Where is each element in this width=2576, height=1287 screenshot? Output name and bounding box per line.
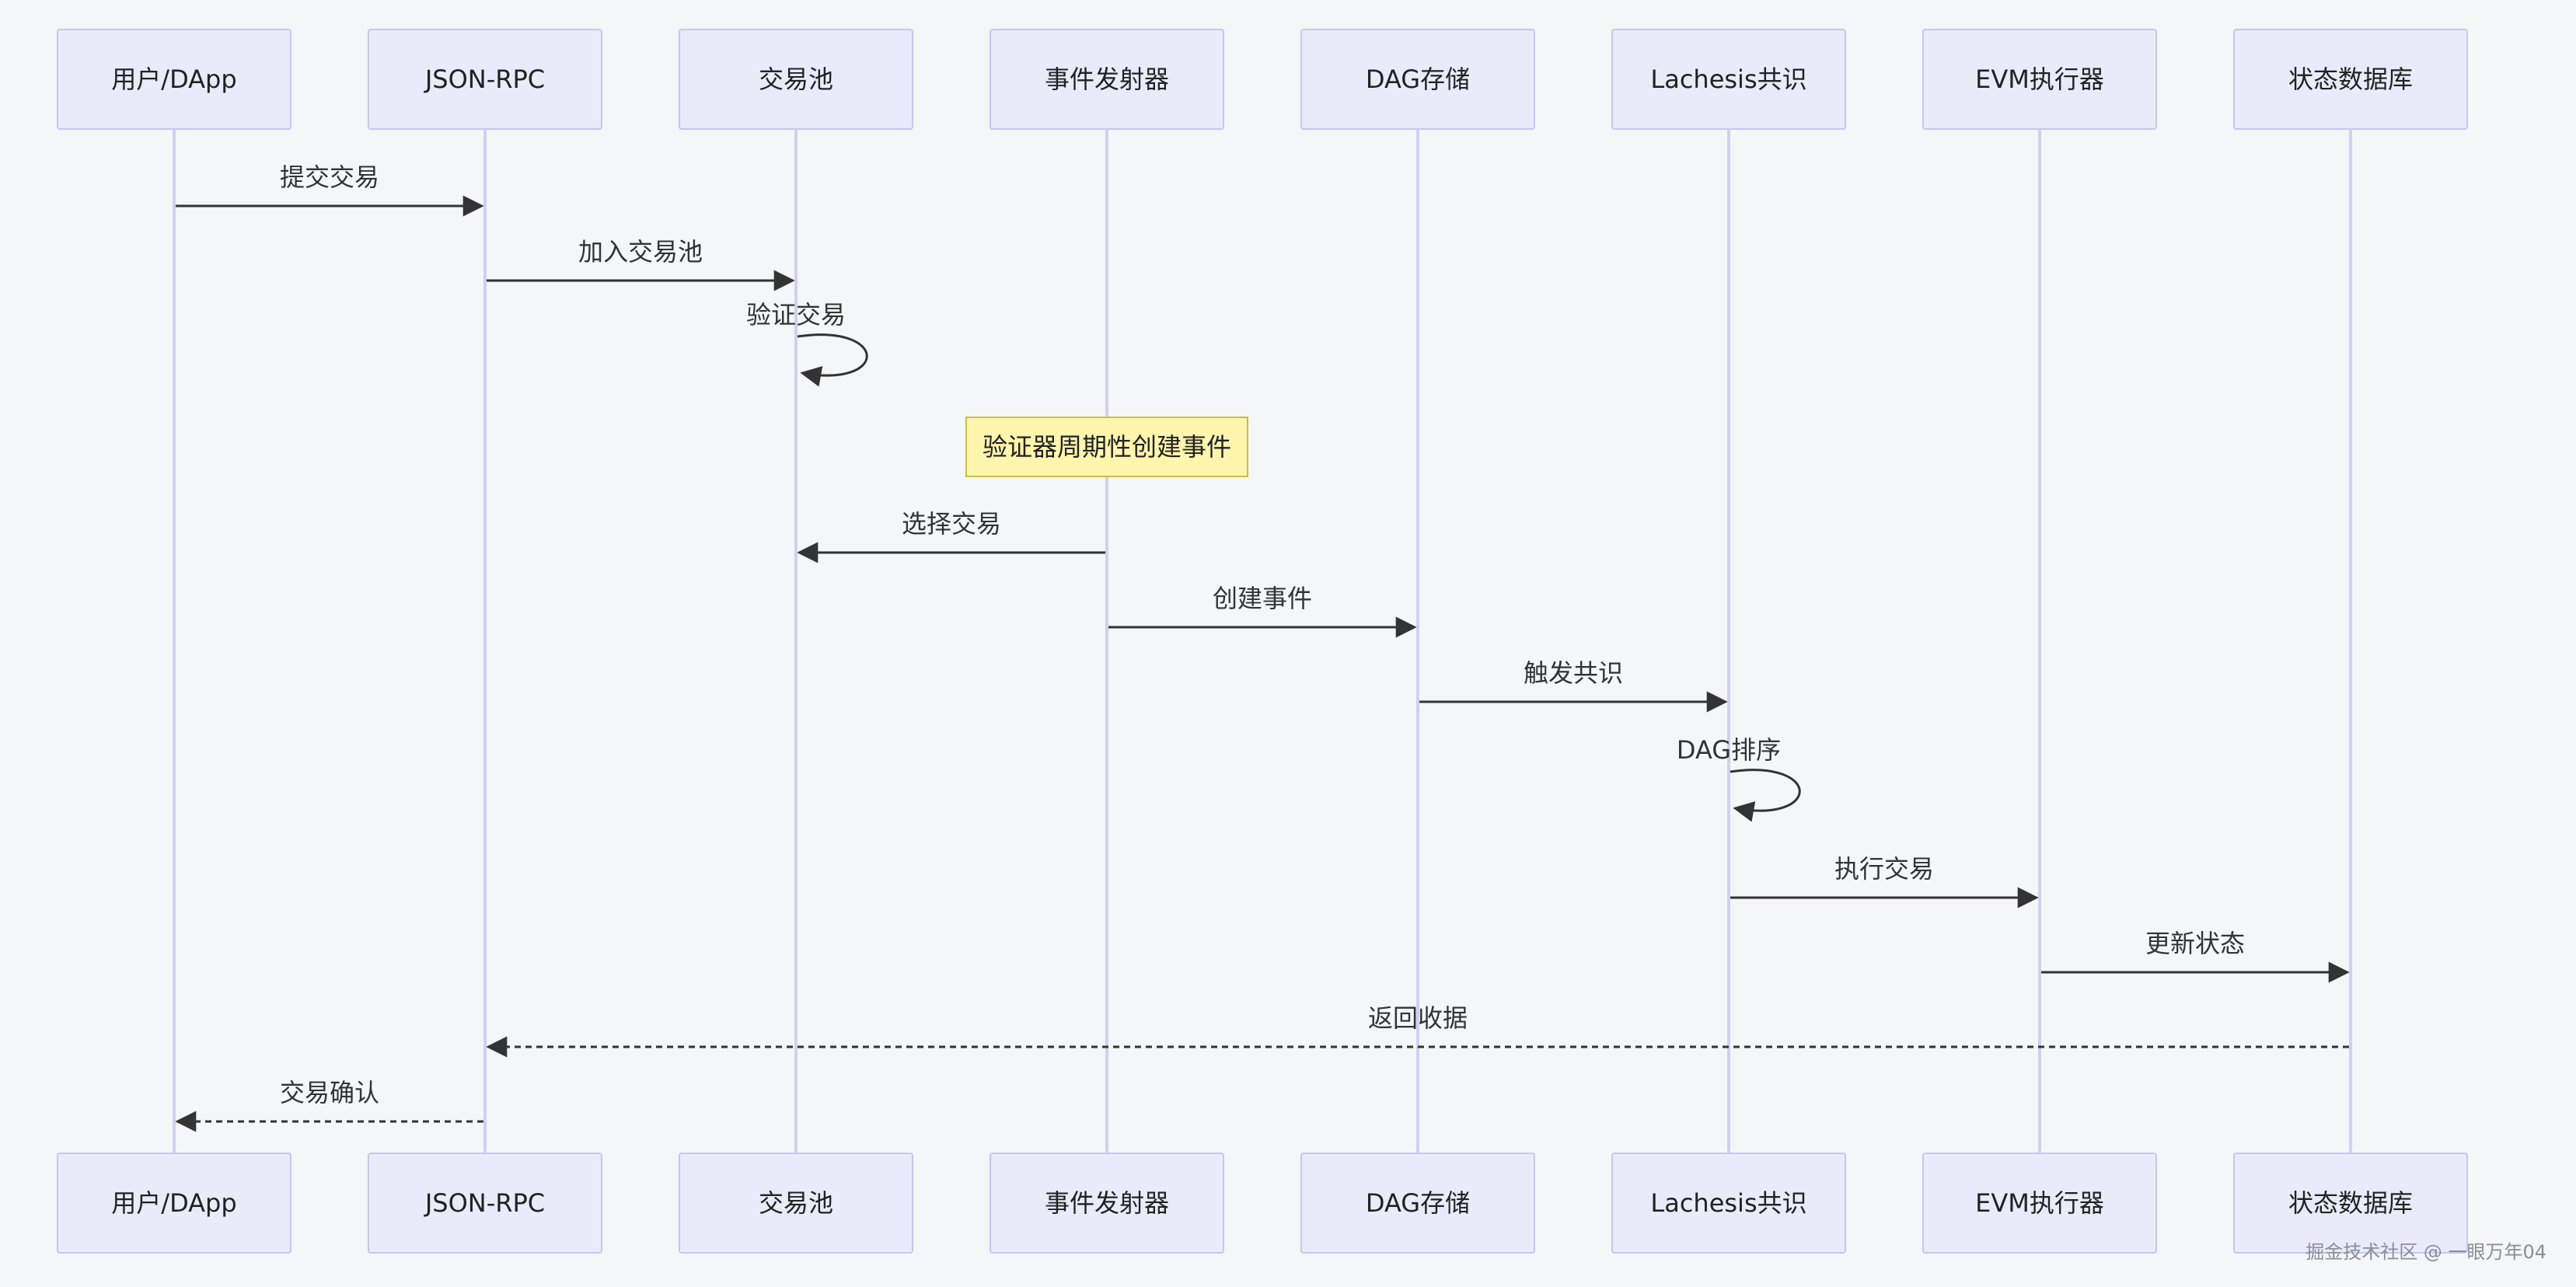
actor-box <box>1611 1153 1846 1254</box>
actor-label: JSON-RPC <box>424 1188 545 1218</box>
step-6-message: 创建事件 <box>1108 584 1417 638</box>
actor-box <box>990 1153 1224 1254</box>
actor-label: 交易池 <box>759 1188 833 1218</box>
step-7-message: 触发共识 <box>1419 658 1728 713</box>
actor-label: 用户/DApp <box>111 65 236 94</box>
self-message-arrow <box>1730 769 1801 822</box>
actor-state-bottom: 状态数据库 <box>2233 1153 2468 1254</box>
actor-box <box>57 29 291 130</box>
actor-dag-top: DAG存储 <box>1300 29 1535 130</box>
actor-lachesis-bottom: Lachesis共识 <box>1611 1153 1846 1254</box>
message-label: 提交交易 <box>280 162 379 192</box>
actor-evm-top: EVM执行器 <box>1922 29 2157 130</box>
actor-label: 用户/DApp <box>111 1188 236 1218</box>
step-1-message: 提交交易 <box>176 162 484 217</box>
message-label: 交易确认 <box>280 1078 379 1107</box>
note-box <box>965 417 1248 477</box>
message-label: 更新状态 <box>2145 929 2245 958</box>
actor-label: 事件发射器 <box>1045 1188 1169 1218</box>
message-label: 触发共识 <box>1524 658 1623 688</box>
actor-box <box>1300 1153 1535 1254</box>
actor-label: EVM执行器 <box>1975 1188 2104 1218</box>
actor-box <box>1922 29 2157 130</box>
actor-box <box>1922 1153 2157 1254</box>
step-10-message: 更新状态 <box>2041 929 2350 983</box>
step-4-note: 验证器周期性创建事件 <box>965 417 1248 477</box>
actor-box <box>2233 1153 2468 1254</box>
step-12-message: 交易确认 <box>175 1078 483 1132</box>
step-3-self: 验证交易 <box>746 300 868 387</box>
actor-pool-bottom: 交易池 <box>679 1153 913 1254</box>
actor-label: 交易池 <box>759 65 833 94</box>
note-label: 验证器周期性创建事件 <box>983 432 1231 462</box>
message-label: 选择交易 <box>902 509 1001 539</box>
watermark: 掘金技术社区 @ 一眼万年04 <box>2305 1241 2546 1263</box>
actor-lachesis-top: Lachesis共识 <box>1611 29 1846 130</box>
actor-box <box>2233 29 2468 130</box>
actor-box <box>679 1153 913 1254</box>
actor-user-top: 用户/DApp <box>57 29 291 130</box>
actor-box <box>679 29 913 130</box>
actor-label: Lachesis共识 <box>1650 1188 1806 1218</box>
step-9-message: 执行交易 <box>1730 854 2039 909</box>
actor-user-bottom: 用户/DApp <box>57 1153 291 1254</box>
step-11-message: 返回收据 <box>486 1003 2349 1058</box>
actor-label: JSON-RPC <box>424 65 545 94</box>
step-2-message: 加入交易池 <box>487 237 795 291</box>
actor-label: DAG存储 <box>1366 65 1470 94</box>
actor-emitter-top: 事件发射器 <box>990 29 1224 130</box>
actor-box <box>368 29 602 130</box>
actor-label: 状态数据库 <box>2288 65 2413 94</box>
actor-box <box>990 29 1224 130</box>
self-message-label: 验证交易 <box>746 300 846 330</box>
actor-evm-bottom: EVM执行器 <box>1922 1153 2157 1254</box>
actor-label: EVM执行器 <box>1975 65 2104 94</box>
actor-pool-top: 交易池 <box>679 29 913 130</box>
actor-label: DAG存储 <box>1366 1188 1470 1218</box>
message-label: 创建事件 <box>1213 584 1312 613</box>
actor-box <box>1611 29 1846 130</box>
message-label: 加入交易池 <box>578 237 703 267</box>
message-label: 执行交易 <box>1834 854 1934 884</box>
actor-box <box>1300 29 1535 130</box>
actor-label: 事件发射器 <box>1045 65 1169 94</box>
actor-dag-bottom: DAG存储 <box>1300 1153 1535 1254</box>
actor-rpc-top: JSON-RPC <box>368 29 602 130</box>
actor-rpc-bottom: JSON-RPC <box>368 1153 602 1254</box>
step-5-message: 选择交易 <box>797 509 1105 563</box>
actor-state-top: 状态数据库 <box>2233 29 2468 130</box>
actor-box <box>57 1153 291 1254</box>
step-8-self: DAG排序 <box>1677 735 1801 822</box>
self-message-arrow <box>797 333 868 387</box>
message-label: 返回收据 <box>1368 1003 1468 1033</box>
self-message-label: DAG排序 <box>1677 735 1781 765</box>
actor-box <box>368 1153 602 1254</box>
actor-emitter-bottom: 事件发射器 <box>990 1153 1224 1254</box>
actor-label: 状态数据库 <box>2288 1188 2413 1218</box>
actor-label: Lachesis共识 <box>1650 65 1806 94</box>
